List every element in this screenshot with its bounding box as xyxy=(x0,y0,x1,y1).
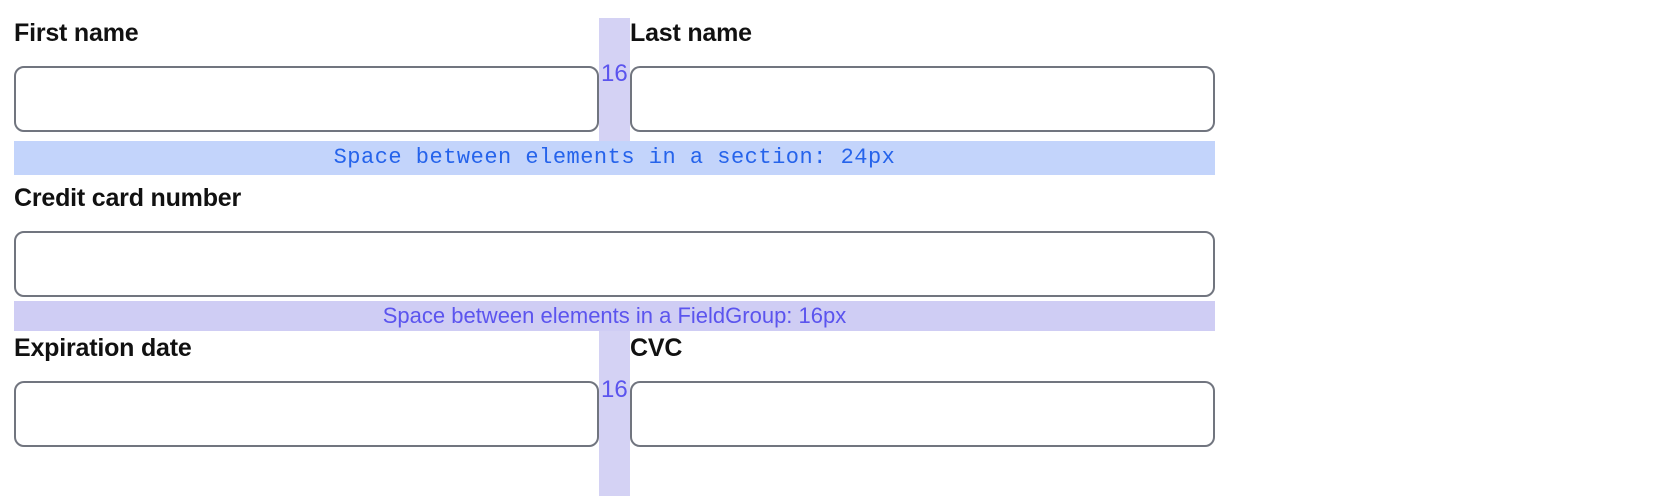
field-credit-card-number: Credit card number xyxy=(14,183,1215,297)
field-label-cvc: CVC xyxy=(630,334,683,362)
field-label-last-name: Last name xyxy=(630,19,752,47)
field-label-credit-card-number: Credit card number xyxy=(14,184,242,212)
first-name-input[interactable] xyxy=(14,66,599,132)
cvc-input[interactable] xyxy=(630,381,1215,447)
section-spacing-annotation: Space between elements in a section: 24p… xyxy=(14,141,1215,175)
column-gap-strip-top xyxy=(599,18,630,141)
field-first-name: First name xyxy=(14,18,599,132)
expiration-date-input[interactable] xyxy=(14,381,599,447)
column-gap-label-bottom: 16 xyxy=(601,376,628,403)
field-label-first-name: First name xyxy=(14,19,139,47)
field-label-expiration-date: Expiration date xyxy=(14,334,192,362)
last-name-input[interactable] xyxy=(630,66,1215,132)
field-last-name: Last name xyxy=(630,18,1215,132)
payment-form: 16 16 First name Last name Space between… xyxy=(14,18,1215,496)
column-gap-label-top: 16 xyxy=(601,60,628,87)
field-expiration-date: Expiration date xyxy=(14,333,599,447)
field-cvc: CVC xyxy=(630,333,1215,447)
column-gap-strip-bottom xyxy=(599,331,630,496)
credit-card-number-input[interactable] xyxy=(14,231,1215,297)
fieldgroup-spacing-annotation: Space between elements in a FieldGroup: … xyxy=(14,301,1215,331)
